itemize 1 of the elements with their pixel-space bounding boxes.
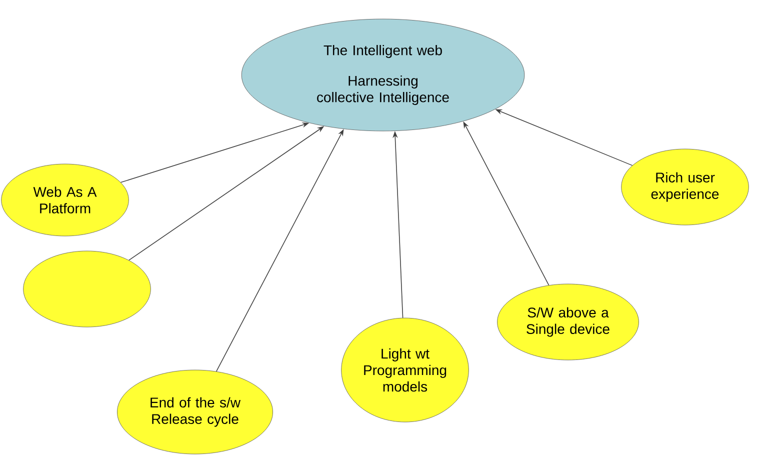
idea-ellipse xyxy=(23,250,151,328)
